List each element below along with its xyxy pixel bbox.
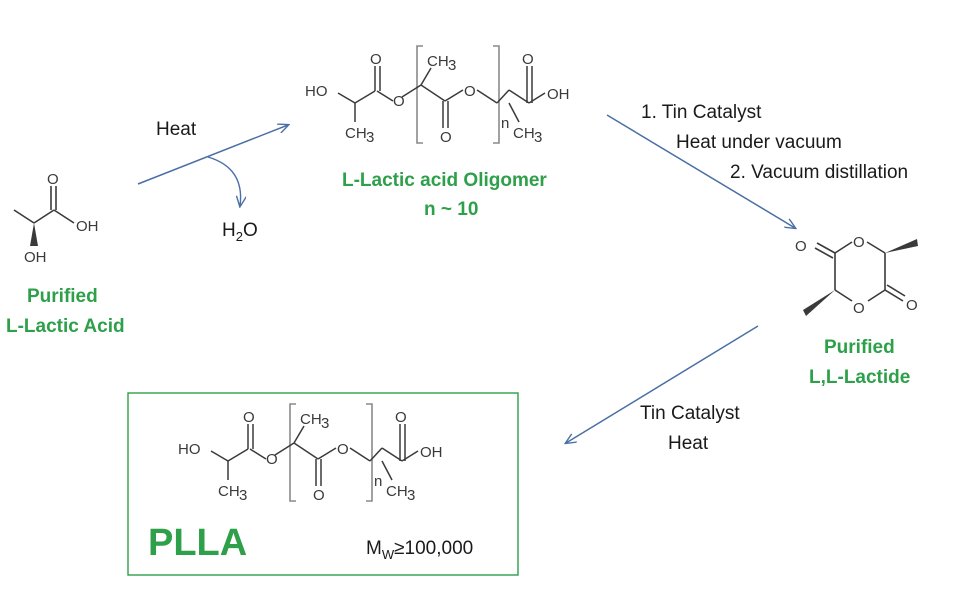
water-byproduct: H2O — [222, 220, 258, 244]
svg-text:O: O — [440, 129, 452, 146]
svg-text:O: O — [853, 300, 865, 317]
lactide-name-line1: Purified — [824, 337, 895, 358]
step1-arrow — [137, 125, 288, 185]
lactide-name-line2: L,L-Lactide — [809, 367, 911, 388]
svg-text:CH: CH — [218, 483, 240, 500]
svg-text:O: O — [853, 234, 865, 251]
step2-arrow — [606, 114, 795, 228]
svg-text:CH: CH — [386, 483, 408, 500]
lactic-acid-name-line1: Purified — [27, 286, 98, 307]
svg-text:O: O — [395, 409, 407, 426]
step3-line1: Tin Catalyst — [640, 403, 740, 424]
svg-text:O: O — [337, 441, 349, 458]
lactide-structure: O O O O — [795, 234, 918, 317]
step2-line1: 1. Tin Catalyst — [641, 102, 762, 123]
water-release-arrow — [207, 156, 241, 206]
step1-condition: Heat — [156, 119, 197, 140]
step3-line2: Heat — [668, 433, 709, 454]
svg-text:3: 3 — [448, 57, 456, 74]
svg-text:O: O — [313, 487, 325, 504]
svg-text:n: n — [374, 473, 382, 490]
svg-text:O: O — [906, 297, 918, 314]
lactic-carbonyl-o: O — [47, 171, 59, 188]
svg-text:3: 3 — [534, 129, 542, 146]
plla-box — [127, 392, 519, 576]
svg-text:O: O — [370, 51, 382, 68]
svg-text:HO: HO — [178, 441, 201, 458]
svg-text:HO: HO — [305, 83, 328, 100]
svg-text:CH: CH — [300, 411, 322, 428]
lactic-acid-structure: O OH OH — [13, 171, 99, 266]
svg-text:O: O — [795, 238, 807, 255]
svg-text:O: O — [266, 451, 278, 468]
svg-text:3: 3 — [321, 415, 329, 432]
svg-text:3: 3 — [239, 487, 247, 504]
lactic-ho-label: OH — [24, 249, 47, 266]
lactic-oh-label: OH — [76, 218, 99, 235]
svg-text:O: O — [243, 409, 255, 426]
svg-text:n: n — [501, 115, 509, 132]
plla-structure: HO O O CH 3 O O n O OH CH 3 CH 3 — [178, 403, 443, 504]
svg-text:3: 3 — [366, 129, 374, 146]
svg-text:OH: OH — [420, 444, 443, 461]
svg-text:O: O — [522, 51, 534, 68]
svg-text:OH: OH — [547, 86, 570, 103]
svg-text:CH: CH — [513, 125, 535, 142]
step2-line3: 2. Vacuum distillation — [730, 162, 909, 183]
svg-text:CH: CH — [345, 125, 367, 142]
oligomer-structure: HO O O CH 3 O O n O OH CH 3 CH 3 — [305, 45, 570, 146]
plla-name: PLLA — [148, 522, 248, 564]
step3-arrow — [566, 325, 759, 443]
oligomer-name: L-Lactic acid Oligomer — [342, 170, 547, 191]
oligomer-n-value: n ~ 10 — [424, 199, 479, 220]
step2-line2: Heat under vacuum — [676, 132, 842, 153]
plla-molecular-weight: MW≥100,000 — [366, 538, 474, 562]
svg-text:O: O — [464, 83, 476, 100]
lactic-acid-name-line2: L-Lactic Acid — [6, 316, 125, 337]
svg-text:O: O — [393, 93, 405, 110]
svg-text:3: 3 — [407, 487, 415, 504]
svg-text:CH: CH — [427, 53, 449, 70]
